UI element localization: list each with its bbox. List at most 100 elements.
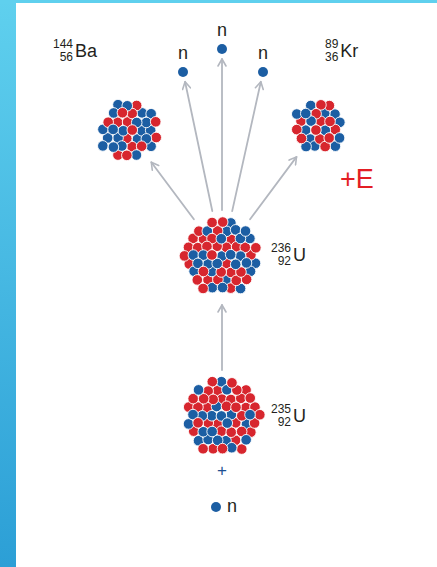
nucleon	[230, 259, 241, 270]
reaction-arrow	[185, 82, 212, 211]
atomic-number: 56	[60, 51, 73, 64]
isotope-label: 23592U	[271, 403, 306, 428]
nucleus-drawing	[179, 374, 265, 460]
nucleon	[217, 443, 228, 454]
nucleon	[300, 108, 311, 119]
element-symbol: U	[293, 407, 306, 425]
particle-label: n	[178, 44, 188, 62]
nucleon	[198, 266, 209, 277]
neutron-dot	[217, 44, 227, 54]
atomic-number: 92	[278, 416, 291, 429]
nucleon	[122, 150, 133, 161]
nucleon	[296, 133, 307, 144]
nucleon	[208, 394, 219, 405]
nucleon	[198, 443, 209, 454]
neutron-symbol: n	[178, 44, 188, 62]
atomic-number: 36	[325, 51, 338, 64]
neutron-dot	[258, 67, 268, 77]
element-symbol: Ba	[75, 42, 97, 60]
nucleon	[198, 283, 209, 294]
reaction-arrow	[250, 157, 296, 219]
nuclide-numbers: 23592	[271, 403, 291, 428]
neutron-symbol: n	[258, 44, 268, 62]
nucleus: 23692U	[179, 214, 265, 300]
nucleon	[241, 258, 252, 269]
element-symbol: Kr	[340, 42, 358, 60]
nucleon	[98, 141, 109, 152]
nucleon	[207, 217, 218, 228]
isotope-label: 8936Kr	[325, 38, 358, 63]
reaction-arrow	[232, 82, 261, 211]
nucleon	[240, 226, 251, 237]
side-band	[0, 0, 16, 567]
nucleus: 14456Ba	[94, 97, 162, 165]
mass-number: 236	[271, 242, 291, 255]
mass-number: 235	[271, 403, 291, 416]
neutron: n	[258, 67, 268, 77]
nucleon	[193, 418, 204, 429]
nucleon	[324, 133, 335, 144]
nucleon	[325, 116, 336, 127]
atomic-number: 92	[278, 255, 291, 268]
nucleon	[127, 125, 138, 136]
reaction-arrow	[221, 305, 223, 370]
reaction-arrow	[151, 162, 194, 219]
nucleon	[222, 418, 233, 429]
isotope-label: 14456Ba	[53, 38, 97, 63]
mass-number: 89	[325, 38, 338, 51]
nucleon	[207, 410, 218, 421]
nucleus-drawing	[287, 97, 349, 159]
neutron-dot	[211, 502, 221, 512]
particle-label: n	[227, 497, 237, 515]
energy-label: +E	[340, 166, 374, 193]
nucleon	[255, 409, 266, 420]
nucleon	[231, 402, 242, 413]
nucleon	[131, 150, 142, 161]
nucleon	[245, 393, 256, 404]
particle-label: n	[258, 44, 268, 62]
plus-sign: +	[217, 462, 227, 479]
nucleon	[108, 124, 119, 135]
nucleus-drawing	[94, 97, 162, 165]
element-symbol: U	[293, 246, 306, 264]
neutron: n	[211, 502, 221, 512]
nucleon	[311, 125, 322, 136]
reaction-arrow	[221, 59, 223, 210]
nucleon	[150, 117, 161, 128]
neutron-dot	[178, 67, 188, 77]
nucleon	[117, 107, 128, 118]
nucleon	[216, 233, 227, 244]
nuclide-numbers: 23692	[271, 242, 291, 267]
nucleon	[193, 385, 204, 396]
neutron: n	[178, 67, 188, 77]
nucleon	[251, 242, 262, 253]
nucleon	[241, 434, 252, 445]
neutron: n	[217, 44, 227, 54]
nucleon	[225, 249, 236, 260]
neutron-dot	[217, 44, 227, 54]
nucleon	[334, 133, 345, 144]
nucleus: 23592U	[179, 374, 265, 460]
neutron-dot	[211, 502, 221, 512]
nucleon	[217, 282, 228, 293]
neutron-symbol: n	[227, 497, 237, 515]
particle-label: n	[217, 21, 227, 39]
nuclide-numbers: 8936	[325, 38, 338, 63]
nucleus: 8936Kr	[287, 97, 349, 159]
isotope-label: 23692U	[271, 242, 306, 267]
nucleon	[221, 401, 232, 412]
neutron-dot	[258, 67, 268, 77]
nucleon	[151, 132, 162, 143]
nuclide-numbers: 14456	[53, 38, 73, 63]
neutron-dot	[178, 67, 188, 77]
nucleon	[207, 250, 218, 261]
mass-number: 144	[53, 38, 73, 51]
nucleon	[245, 409, 256, 420]
top-band	[0, 0, 437, 3]
nucleon	[108, 142, 119, 153]
nucleon	[227, 378, 238, 389]
neutron-symbol: n	[217, 21, 227, 39]
nucleon	[207, 426, 218, 437]
nucleon	[217, 217, 228, 228]
nucleus-drawing	[179, 214, 265, 300]
